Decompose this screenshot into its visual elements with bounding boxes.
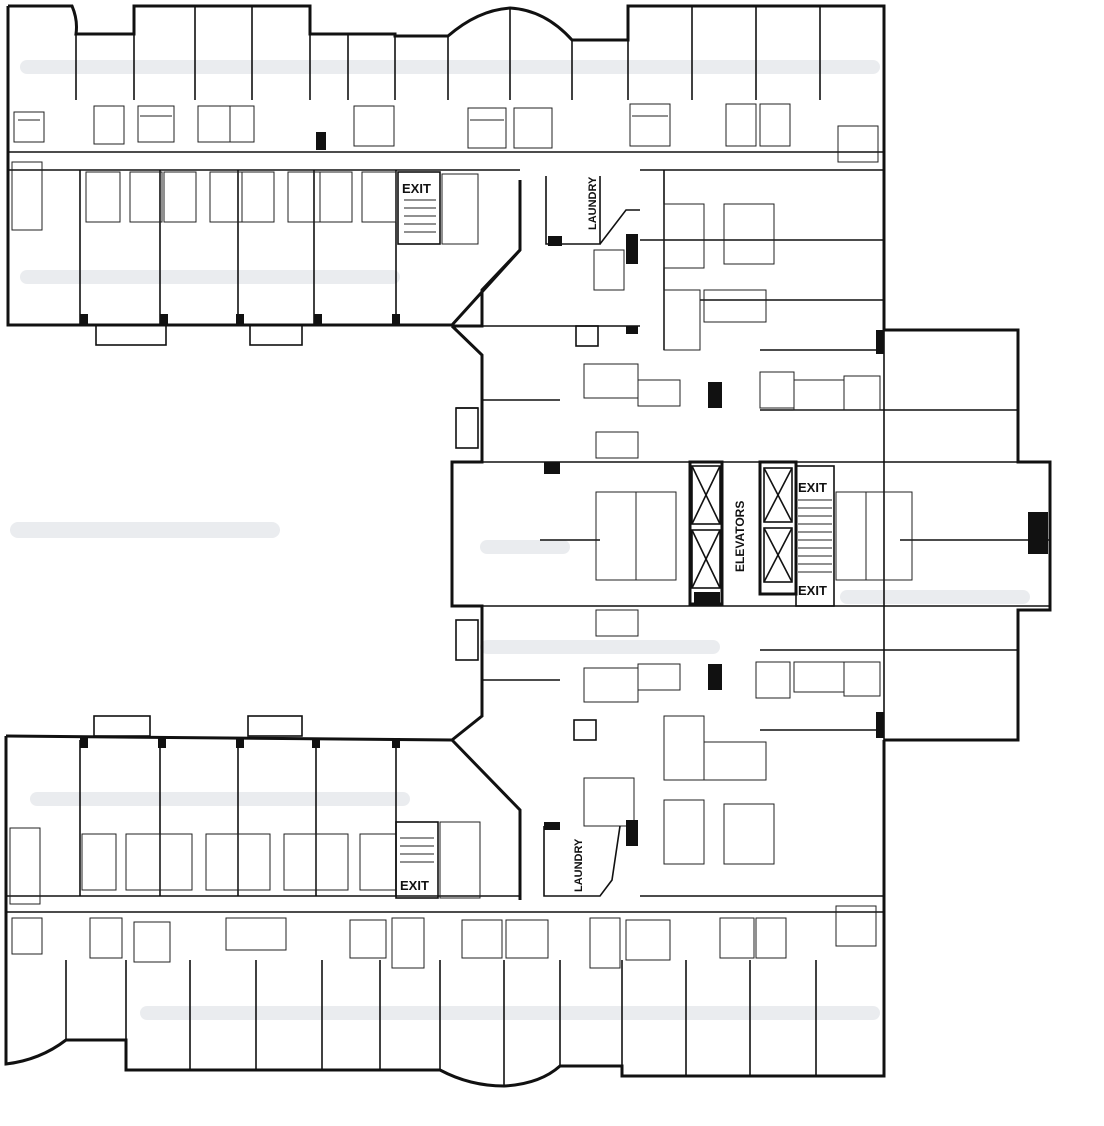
top-exit-stair: EXIT (397, 171, 441, 245)
bottom-wing-fixtures (9, 821, 877, 969)
laundry-label-top: LAUNDRY (587, 176, 599, 230)
top-laundry: LAUNDRY (545, 176, 640, 291)
elevators-label: ELEVATORS (733, 501, 747, 572)
top-wing (6, 4, 886, 346)
central-core (450, 170, 1052, 865)
bottom-wing (4, 715, 886, 1088)
exit-label-core-upper: EXIT (798, 480, 827, 495)
elevator-core: ELEVATORS EXIT EXIT (688, 460, 835, 607)
exit-label-core-lower: EXIT (798, 583, 827, 598)
bottom-exit-stair: EXIT (395, 821, 439, 899)
exit-label-bottom-wing: EXIT (400, 878, 429, 893)
top-wing-fixtures (11, 103, 879, 245)
bottom-laundry: LAUNDRY (543, 822, 621, 897)
exit-label-top-wing: EXIT (402, 181, 431, 196)
faint-background (10, 60, 1030, 1020)
laundry-label-bottom: LAUNDRY (573, 838, 585, 892)
